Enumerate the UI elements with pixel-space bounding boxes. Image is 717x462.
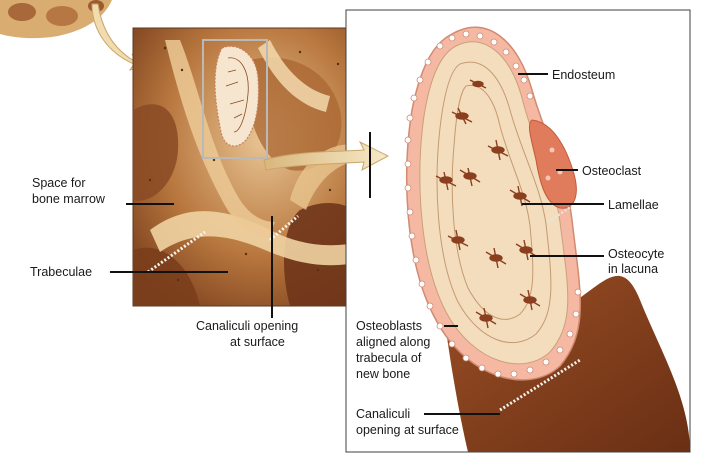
label-canaliculi-left-2: at surface xyxy=(230,335,285,349)
label-canaliculi-left-1: Canaliculi opening xyxy=(196,319,298,333)
label-trabeculae: Trabeculae xyxy=(30,265,92,279)
label-lamellae: Lamellae xyxy=(608,198,659,212)
label-osteocyte-2: in lacuna xyxy=(608,262,658,276)
label-osteocyte-1: Osteocyte xyxy=(608,247,664,261)
trabecula-detail-panel xyxy=(346,10,690,452)
label-canaliculi-right-1: Canaliculi xyxy=(356,407,410,421)
label-space-2: bone marrow xyxy=(32,192,106,206)
label-space-1: Space for xyxy=(32,176,86,190)
label-osteoblasts-4: new bone xyxy=(356,367,410,381)
label-endosteum: Endosteum xyxy=(552,68,615,82)
label-osteoclast: Osteoclast xyxy=(582,164,642,178)
label-osteoblasts-2: aligned along xyxy=(356,335,430,349)
label-osteoblasts-3: trabecula of xyxy=(356,351,422,365)
label-canaliculi-right-2: opening at surface xyxy=(356,423,459,437)
label-osteoblasts-1: Osteoblasts xyxy=(356,319,422,333)
